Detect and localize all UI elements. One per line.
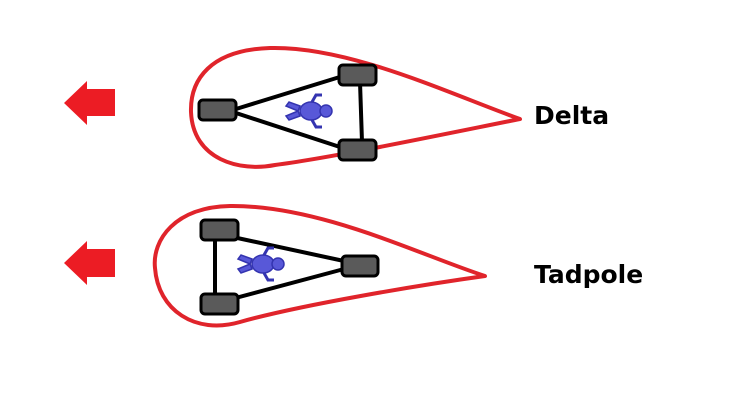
delta-rider-icon	[284, 93, 333, 129]
delta-direction-arrow-icon	[64, 81, 115, 125]
tadpole-rider-icon	[236, 246, 285, 282]
tadpole-layout: Tadpole	[64, 203, 643, 328]
tadpole-front-right-wheel-icon	[199, 292, 240, 316]
delta-frame	[234, 74, 364, 150]
tadpole-front-left-wheel-icon	[199, 218, 240, 242]
tadpole-direction-arrow-icon	[64, 241, 115, 285]
delta-layout: Delta	[64, 45, 609, 169]
tadpole-stability-envelope	[152, 203, 487, 328]
delta-front-wheel-icon	[197, 98, 238, 122]
delta-rear-right-wheel-icon	[337, 138, 378, 162]
delta-rear-left-wheel-icon	[337, 63, 378, 87]
tadpole-label: Tadpole	[534, 260, 643, 289]
tadpole-frame	[213, 234, 346, 302]
delta-label: Delta	[534, 101, 609, 130]
tadpole-rear-wheel-icon	[340, 254, 380, 278]
